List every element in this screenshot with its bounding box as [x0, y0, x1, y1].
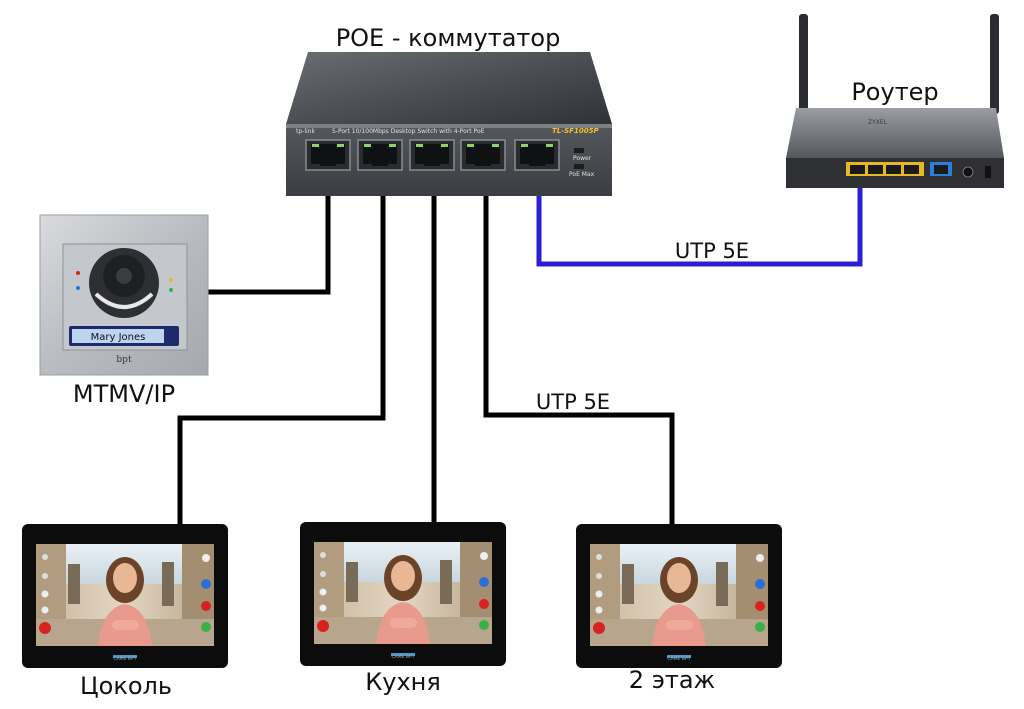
- cable-router-label: UTP 5E: [675, 239, 749, 263]
- cable-switch-to-monitor-3: [483, 152, 675, 524]
- panel-nameplate: Mary Jones: [91, 332, 146, 343]
- switch-led-power: Power: [573, 155, 592, 162]
- panel-logo: bpt: [116, 355, 132, 365]
- cable-monitor-label: UTP 5E: [536, 390, 610, 414]
- poe-switch: tp-link 5-Port 10/100Mbps Desktop Switch…: [286, 52, 612, 196]
- monitor-1-label: Цоколь: [80, 672, 172, 700]
- router: ZYXEL: [786, 14, 1004, 188]
- cable-switch-to-monitor-1: [177, 152, 386, 528]
- door-panel: Mary Jones bpt: [39, 214, 209, 376]
- router-title: Роутер: [851, 78, 938, 106]
- switch-led-poe-max: PoE Max: [569, 171, 595, 178]
- switch-title: POE - коммутатор: [336, 24, 561, 52]
- monitor-3: CAME BPT: [576, 524, 782, 668]
- panel-title: MTMV/IP: [73, 380, 175, 408]
- switch-model: TL-SF1005P: [552, 127, 599, 135]
- monitor-2: CAME BPT: [300, 522, 506, 666]
- switch-brand: tp-link: [296, 128, 315, 135]
- monitor-1-brand: CAME BPT: [114, 656, 137, 662]
- monitor-3-brand: CAME BPT: [668, 656, 691, 662]
- monitor-2-brand: CAME BPT: [392, 654, 415, 660]
- cable-panel-to-switch: [208, 152, 331, 295]
- switch-description: 5-Port 10/100Mbps Desktop Switch with 4-…: [332, 128, 485, 135]
- monitor-2-label: Кухня: [365, 668, 441, 696]
- cable-switch-to-router: [536, 162, 863, 267]
- monitor-3-label: 2 этаж: [629, 666, 715, 694]
- monitor-1: CAME BPT: [22, 524, 228, 668]
- router-brand: ZYXEL: [868, 119, 888, 126]
